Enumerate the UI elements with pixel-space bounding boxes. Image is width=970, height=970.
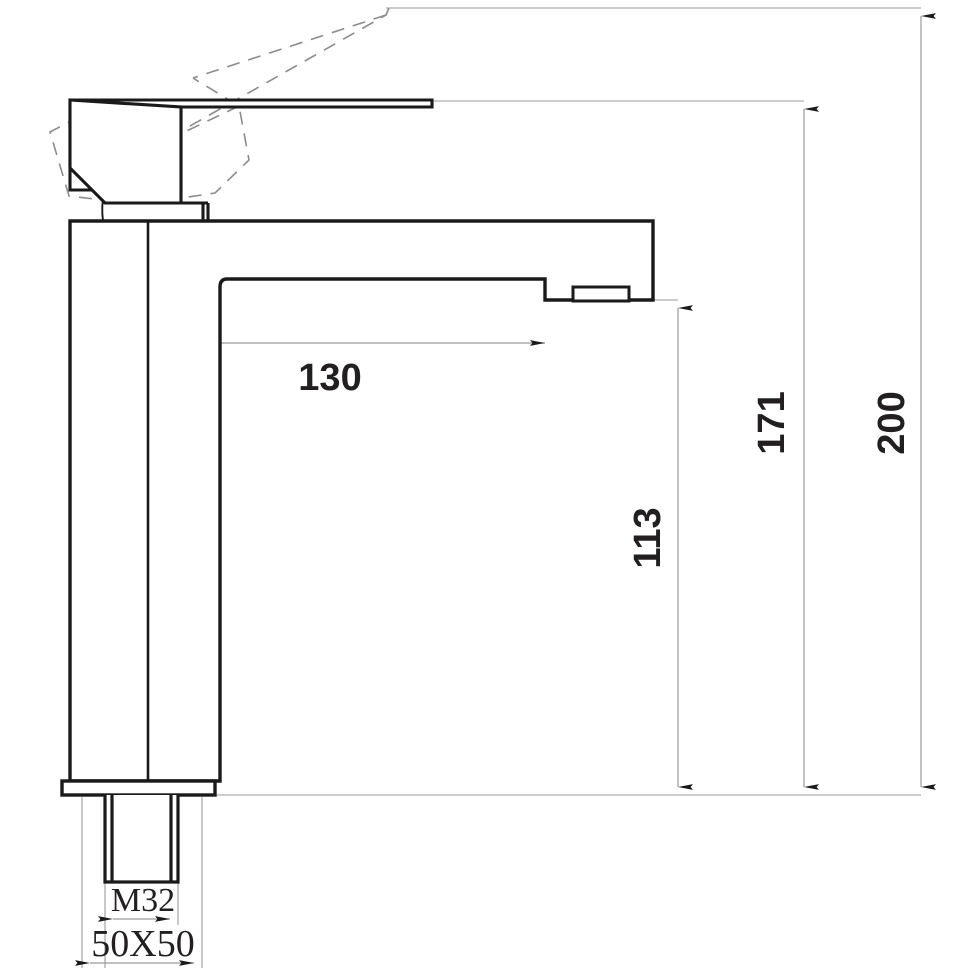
aerator-rect <box>571 285 631 303</box>
handle-stem <box>145 201 210 222</box>
base-flange-rect <box>60 779 217 797</box>
body-and-spout-outer-contour <box>68 219 655 783</box>
spout-aerator <box>571 285 631 303</box>
handle-stem-lines <box>201 203 210 222</box>
shank-outer-outline <box>103 795 180 884</box>
handle-raised-hidden-edge-1 <box>152 105 240 148</box>
faucet-body-outline <box>68 219 655 783</box>
dimension-label-113: 113 <box>627 507 669 569</box>
dimension-label-130: 130 <box>298 357 362 399</box>
dimension-label-thread: M32 <box>110 882 176 919</box>
threaded-shank <box>103 795 180 884</box>
dimension-label-200: 200 <box>871 391 913 455</box>
handle-raised-hidden-outline <box>49 7 390 201</box>
base-flange <box>60 779 217 797</box>
handle-raised-hidden-body <box>49 7 390 201</box>
handle-raised-hidden-edge-2 <box>192 14 387 79</box>
dimension-label-171: 171 <box>751 391 793 455</box>
dimension-label-footprint: 50X50 <box>91 923 195 965</box>
